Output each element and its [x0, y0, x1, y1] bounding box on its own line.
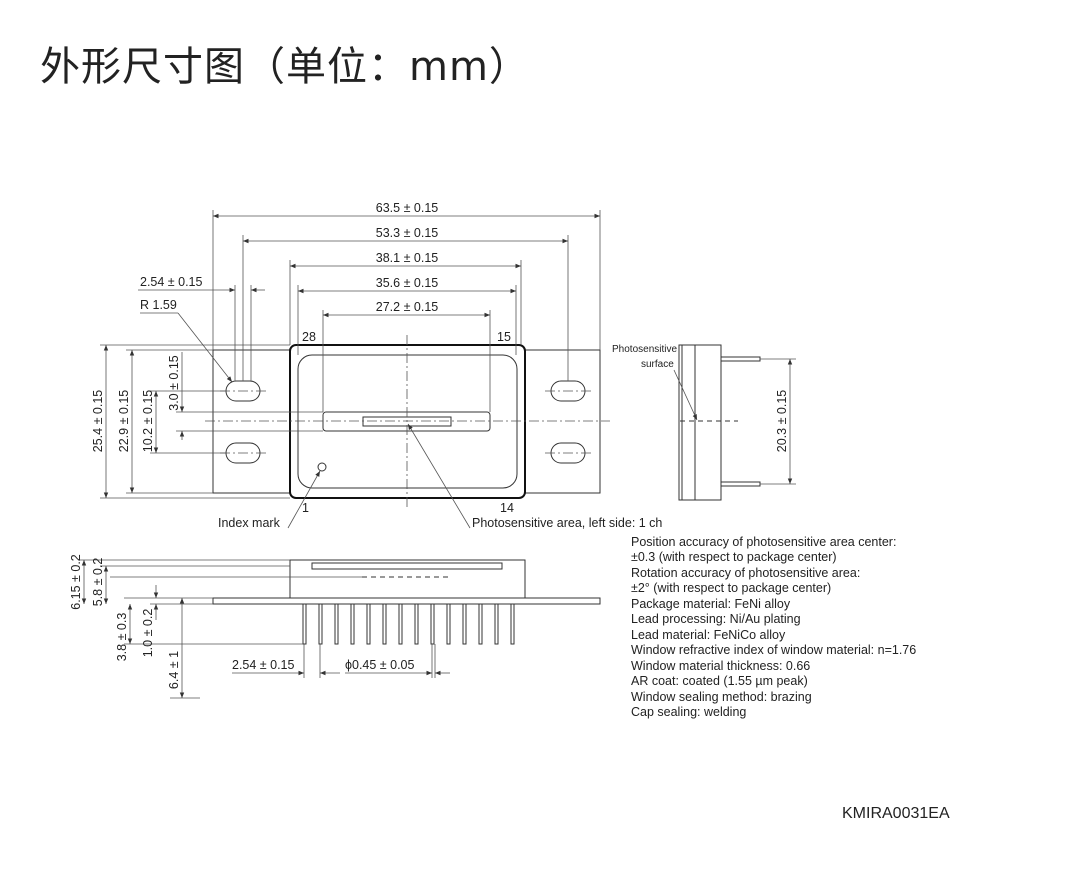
pin-1: 1: [302, 501, 309, 515]
dim-overall-length: 63.5 ± 0.15: [376, 201, 439, 215]
spec-line: Window refractive index of window materi…: [631, 643, 916, 657]
label-index-mark: Index mark: [218, 516, 281, 530]
dim-package-body: 38.1 ± 0.15: [376, 251, 439, 265]
spec-line: Window material thickness: 0.66: [631, 659, 810, 673]
specs-list: Position accuracy of photosensitive area…: [631, 535, 916, 719]
spec-line: Package material: FeNi alloy: [631, 597, 791, 611]
label-photosensitive-area: Photosensitive area, left side: 1 ch: [472, 516, 662, 530]
spec-line: ±0.3 (with respect to package center): [631, 550, 837, 564]
dim-cap-height: 5.8 ± 0.2: [91, 558, 105, 607]
drawing-code: KMIRA0031EA: [842, 805, 950, 822]
cap: [289, 559, 526, 599]
dim-height-body: 22.9 ± 0.15: [117, 390, 131, 453]
window: [297, 354, 518, 489]
dim-hole-offset: 3.0 ± 0.15: [167, 355, 181, 411]
pin-15: 15: [497, 330, 511, 344]
label-photosensitive-surface-2: surface: [641, 359, 674, 370]
side-view: 20.3 ± 0.15 Photosensitive surface: [612, 344, 796, 501]
dim-radius: R 1.59: [140, 298, 177, 312]
dim-window-inner: 27.2 ± 0.15: [376, 300, 439, 314]
dim-pin-pitch-top: 2.54 ± 0.15: [140, 275, 203, 289]
spec-line: Cap sealing: welding: [631, 705, 746, 719]
dim-pin-diameter: ϕ0.45 ± 0.05: [345, 658, 415, 672]
label-photosensitive-surface-1: Photosensitive: [612, 344, 677, 355]
front-view: 6.15 ± 0.2 5.8 ± 0.2 3.8 ± 0.3 1.0 ± 0.2…: [69, 554, 601, 699]
pin-14: 14: [500, 501, 514, 515]
spec-line: Rotation accuracy of photosensitive area…: [631, 566, 860, 580]
photosensitive-strip-outer: [322, 411, 491, 432]
top-view: 63.5 ± 0.15 53.3 ± 0.15 38.1 ± 0.15 35.6…: [91, 201, 662, 530]
dim-height-overall: 25.4 ± 0.15: [91, 390, 105, 453]
dim-pin-length-a: 3.8 ± 0.3: [115, 613, 129, 662]
dim-pin-pitch-bottom: 2.54 ± 0.15: [232, 658, 295, 672]
dim-flange-thickness: 1.0 ± 0.2: [141, 609, 155, 658]
index-mark: [317, 462, 327, 472]
dim-hole-pitch: 53.3 ± 0.15: [376, 226, 439, 240]
dim-pin-length-b: 6.4 ± 1: [167, 651, 181, 689]
spec-line: Lead processing: Ni/Au plating: [631, 612, 801, 626]
dim-side-pin-span: 20.3 ± 0.15: [775, 390, 789, 453]
flange-outline: [212, 349, 601, 494]
spec-line: Lead material: FeNiCo alloy: [631, 628, 786, 642]
pin-28: 28: [302, 330, 316, 344]
spec-line: Position accuracy of photosensitive area…: [631, 535, 896, 549]
dim-total-height: 6.15 ± 0.2: [69, 554, 83, 610]
dim-hole-spacing: 10.2 ± 0.15: [141, 390, 155, 453]
spec-line: AR coat: coated (1.55 µm peak): [631, 674, 808, 688]
spec-line: Window sealing method: brazing: [631, 690, 812, 704]
spec-line: ±2° (with respect to package center): [631, 581, 831, 595]
page-title: 外形尺寸图（单位：mm）: [40, 44, 530, 90]
leads: [302, 603, 515, 645]
flange-side: [212, 597, 601, 605]
package-body: [289, 344, 526, 499]
dim-window-outer: 35.6 ± 0.15: [376, 276, 439, 290]
